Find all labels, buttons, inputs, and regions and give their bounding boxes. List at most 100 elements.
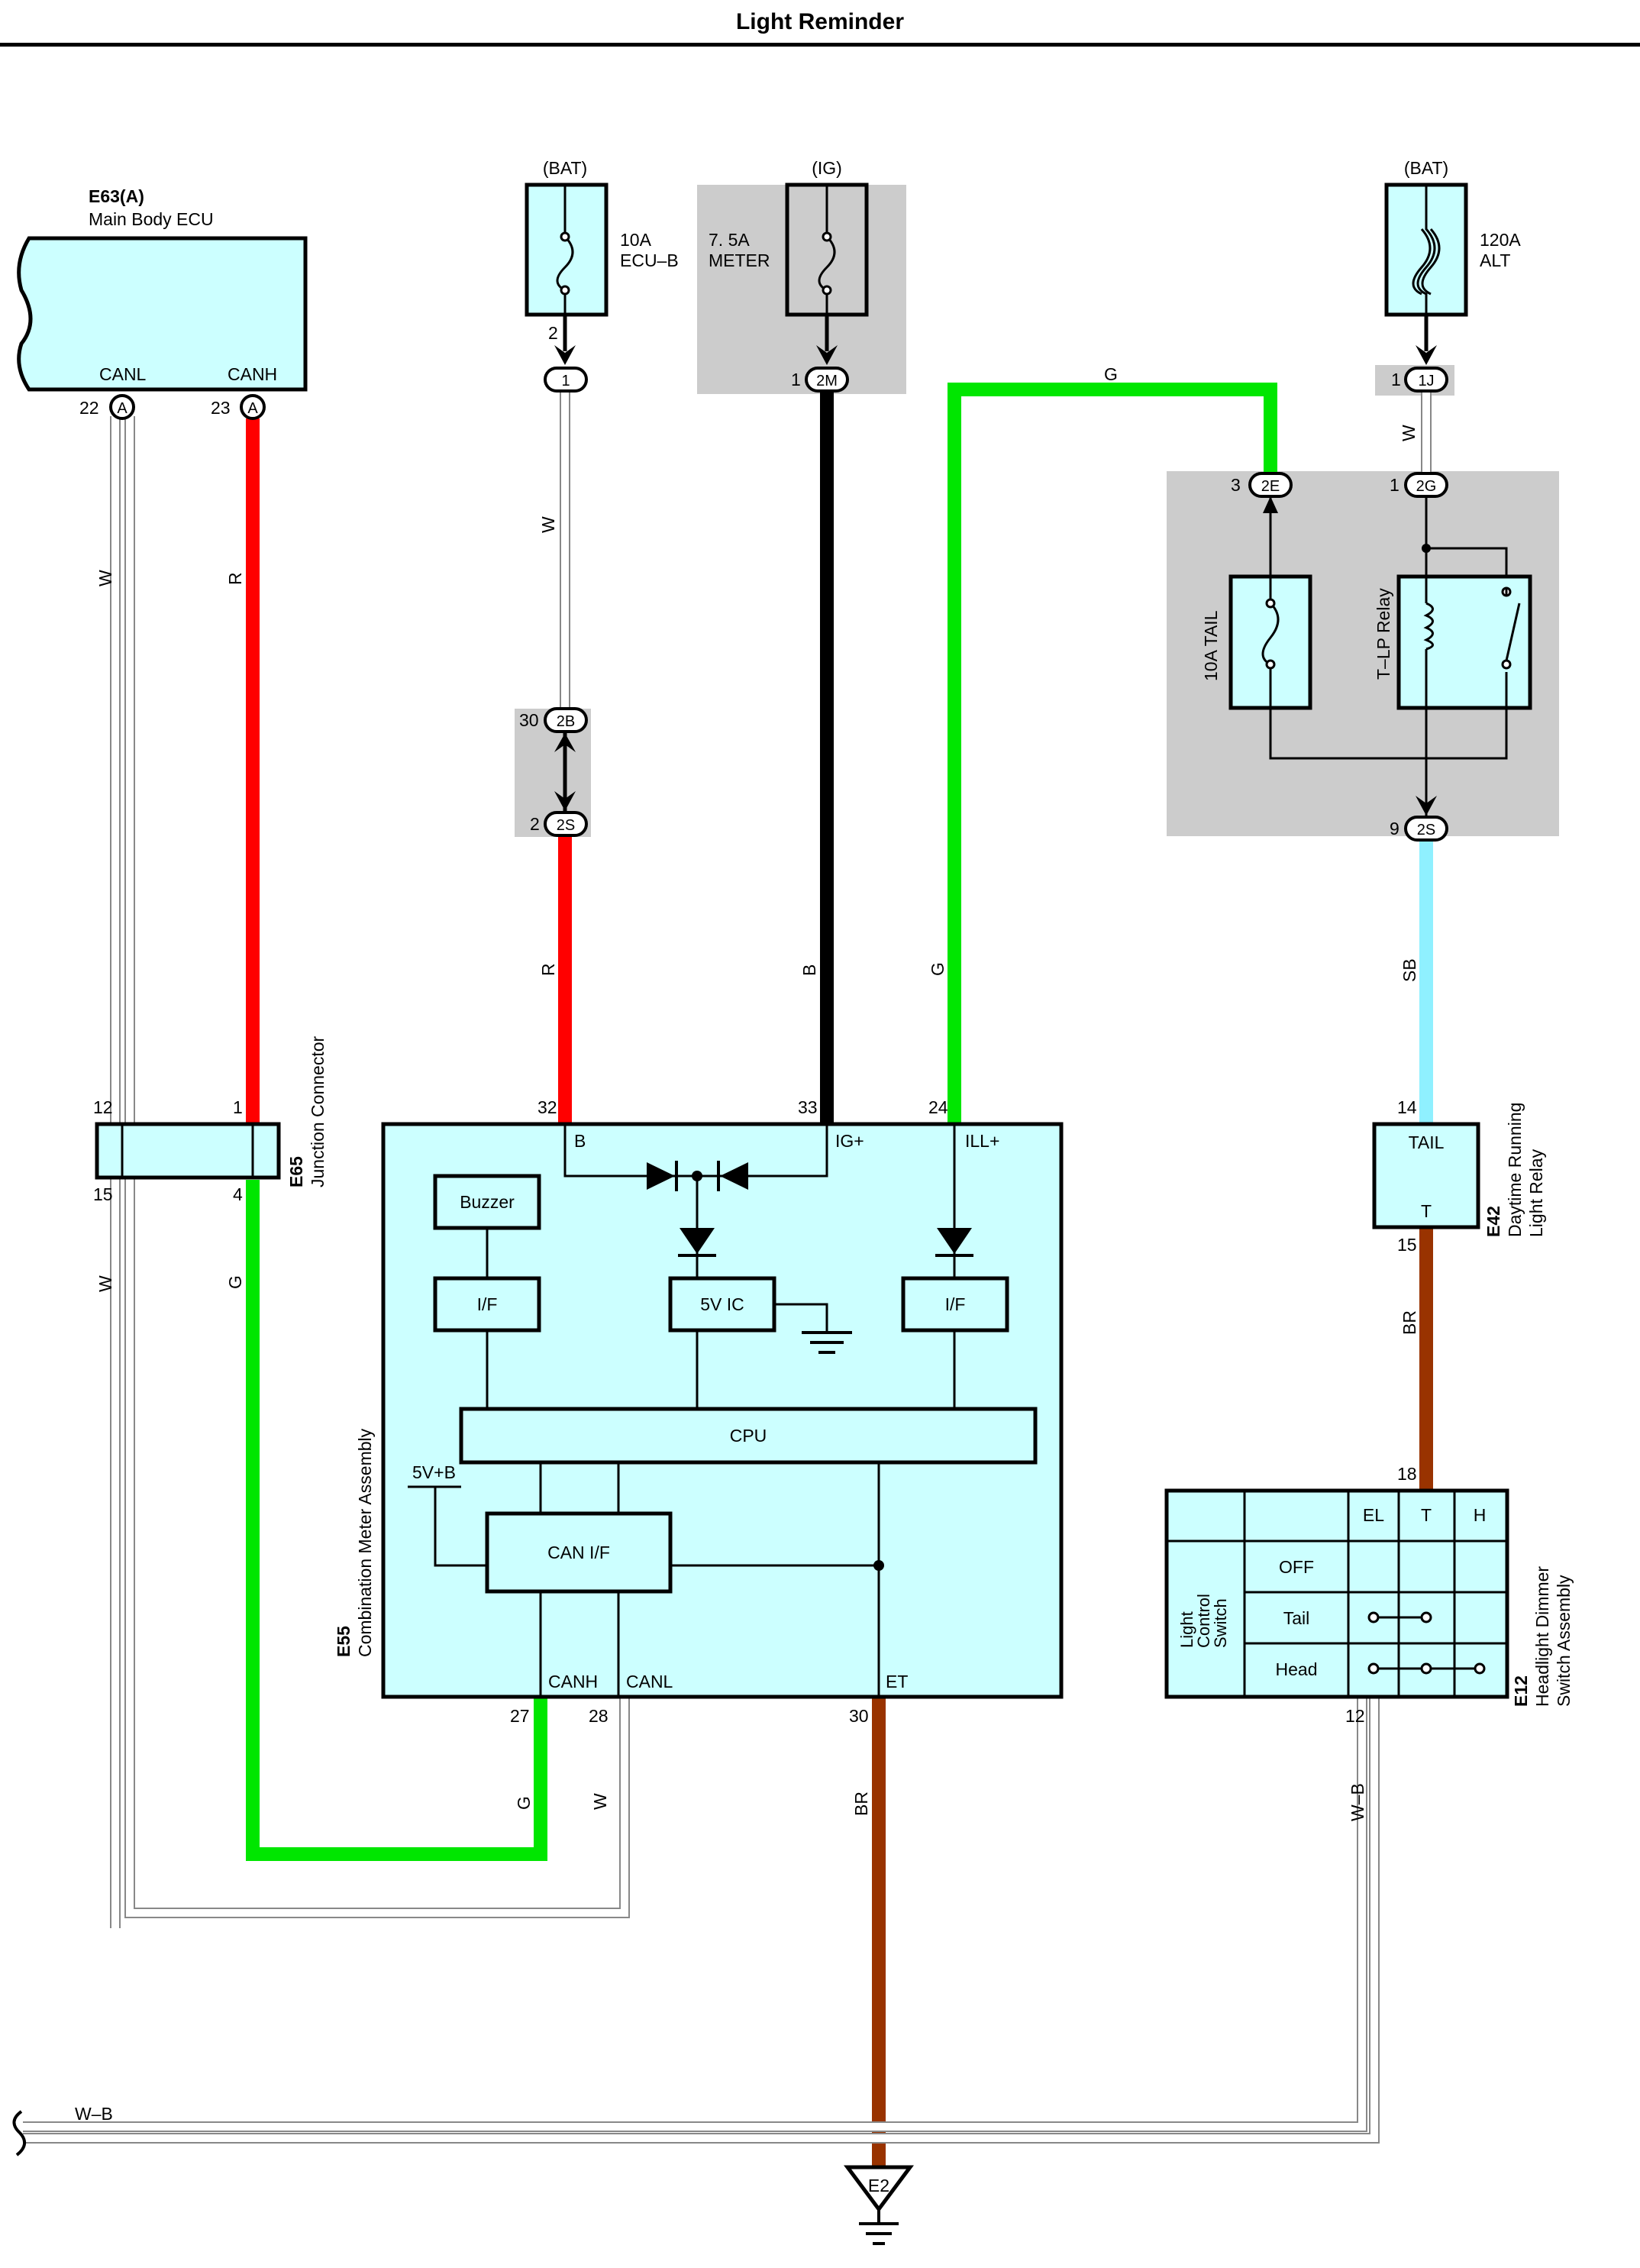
fuse-meter-source: (IG): [812, 158, 842, 178]
jb-conn-2g: 2G: [1416, 478, 1437, 495]
jb-pin-3: 3: [1231, 475, 1241, 495]
fuse-ecub-pin: 2: [548, 323, 558, 343]
fuse-alt-pin: 1: [1391, 370, 1401, 389]
jb-pin-9: 9: [1390, 819, 1399, 838]
fuse-alt-rating: 120A: [1480, 230, 1521, 250]
e65-pin4: 4: [233, 1184, 243, 1204]
ecu-conn-canh-label: A: [247, 400, 258, 417]
e65-pin12: 12: [93, 1097, 113, 1117]
switch-name2: Switch Assembly: [1554, 1575, 1574, 1707]
fuse-meter-conn: 2M: [816, 373, 838, 389]
label-w-ecu-canl: W: [95, 570, 115, 586]
label-w-alt: W: [1399, 425, 1419, 441]
junction-block: 2E 3 2G 1 10A TAIL T–LP Relay 2S 9: [1201, 472, 1532, 842]
ground-e2: E2: [844, 2165, 914, 2245]
ecu-conn-canl: [109, 394, 135, 420]
switch-side-control: Control: [1194, 1594, 1213, 1648]
ground-code: E2: [868, 2176, 889, 2195]
switch-code: E12: [1511, 1675, 1531, 1707]
meter-can-if: CAN I/F: [547, 1543, 610, 1562]
jb-pin-2: 2: [530, 814, 540, 834]
label-r-meter-b: R: [538, 963, 558, 976]
meter-pin27: 27: [510, 1706, 530, 1726]
e65-pin15: 15: [93, 1184, 113, 1204]
ecu-code: E63(A): [89, 186, 144, 206]
e65-name: Junction Connector: [308, 1035, 328, 1187]
label-w-jc-left: W: [95, 1275, 115, 1292]
fuse-ecu-b: (BAT) 10A ECU–B 2 1: [525, 158, 679, 393]
meter-name: Combination Meter Assembly: [355, 1428, 375, 1657]
switch-pin12: 12: [1345, 1706, 1365, 1726]
drl-relay: TAIL T 14 15 E42 Daytime Running Light R…: [1372, 1097, 1546, 1255]
jb-pin-30: 30: [519, 710, 539, 730]
switch-col-h: H: [1474, 1505, 1487, 1525]
meter-pin32: 32: [538, 1097, 557, 1117]
fuse-alt-name: ALT: [1480, 250, 1510, 270]
ecu-pin-canh: CANH: [228, 364, 277, 384]
fuse-alt: (BAT) 120A ALT 1J 1: [1384, 158, 1521, 393]
drl-code: E42: [1483, 1206, 1503, 1237]
junction-2b-2s: 2B 30 2S 2: [519, 707, 588, 837]
jb-conn-2b: 2B: [557, 713, 575, 730]
ecu-num-23: 23: [211, 398, 231, 418]
label-wb-switch: W–B: [1348, 1783, 1367, 1821]
label-sb-tail: SB: [1399, 958, 1419, 982]
switch-side-switch: Switch: [1211, 1598, 1230, 1648]
switch-row-off: OFF: [1279, 1557, 1314, 1577]
combination-meter: 32 33 24 B IG+ ILL+ Buzzer I/F 5V IC I/F…: [334, 1097, 1064, 1726]
meter-term-canl: CANL: [626, 1672, 673, 1691]
ecu-conn-canh: [240, 394, 266, 420]
drl-name1: Daytime Running: [1505, 1103, 1525, 1237]
meter-buzzer: Buzzer: [460, 1192, 515, 1212]
meter-if-left: I/F: [477, 1294, 498, 1314]
label-g-top: G: [1104, 364, 1118, 384]
drl-name2: Light Relay: [1526, 1149, 1546, 1237]
meter-term-b: B: [574, 1131, 586, 1151]
meter-pin30: 30: [849, 1706, 869, 1726]
jb-relay-label: T–LP Relay: [1374, 588, 1393, 680]
fuse-ecub-name: ECU–B: [620, 250, 679, 270]
wire-green-canh: [246, 1180, 547, 1861]
junction-connector-e65: 12 1 15 4 E65 Junction Connector: [93, 1035, 328, 1204]
switch-side-light: Light: [1177, 1611, 1196, 1648]
label-g-meter-ill: G: [928, 962, 948, 976]
label-br-meter-et: BR: [851, 1791, 871, 1816]
fuse-meter-name: METER: [709, 250, 770, 270]
meter-pin24: 24: [928, 1097, 948, 1117]
e65-pin1: 1: [233, 1097, 243, 1117]
drl-term-tail: TAIL: [1409, 1132, 1445, 1152]
fuse-ecub-conn: 1: [561, 373, 570, 389]
switch-row-tail: Tail: [1283, 1608, 1310, 1628]
label-g-meter-canh: G: [514, 1796, 534, 1810]
switch-row-head: Head: [1276, 1659, 1318, 1679]
label-b-meter-ig: B: [799, 964, 819, 976]
meter-term-et: ET: [886, 1672, 908, 1691]
jb-conn-2e: 2E: [1261, 478, 1280, 495]
label-wb-bottom: W–B: [75, 2104, 113, 2124]
fuse-meter: (IG) 7. 5A METER 2M 1: [709, 158, 869, 393]
diagram-title: Light Reminder: [735, 9, 904, 34]
ecu-pin-canl: CANL: [99, 364, 147, 384]
fuse-alt-source: (BAT): [1404, 158, 1448, 178]
label-r-ecu-canh: R: [225, 572, 245, 585]
headlight-switch: EL T H OFF Tail Head Light Control Switc…: [1164, 1464, 1574, 1726]
ecu-name: Main Body ECU: [89, 209, 214, 229]
fuse-alt-conn: 1J: [1418, 373, 1434, 389]
switch-name1: Headlight Dimmer: [1532, 1566, 1552, 1707]
fuse-ecub-rating: 10A: [620, 230, 652, 250]
meter-term-ill: ILL+: [965, 1131, 999, 1151]
wire-wb-switch: [23, 1697, 1380, 2144]
jb-conn-2s-left: 2S: [557, 817, 575, 834]
jb-tail-fuse-label: 10A TAIL: [1201, 610, 1221, 681]
meter-code: E55: [334, 1626, 354, 1657]
wire-break-symbol: [12, 2110, 26, 2157]
meter-cpu: CPU: [730, 1426, 767, 1446]
wire-labels: W R W G W R B G SB W G G W BR BR W–B W–B: [75, 364, 1419, 2124]
main-body-ecu: E63(A) Main Body ECU CANL CANH 22 23 A A: [17, 186, 308, 420]
switch-col-el: EL: [1363, 1505, 1384, 1525]
title-rule: [0, 43, 1640, 47]
meter-if-right: I/F: [945, 1294, 966, 1314]
meter-pin33: 33: [798, 1097, 818, 1117]
meter-5vic: 5V IC: [700, 1294, 744, 1314]
